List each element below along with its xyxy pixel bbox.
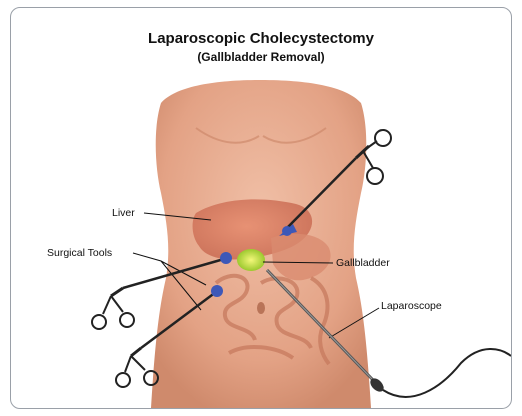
trocar-left-lower xyxy=(211,285,223,297)
trocar-left-upper xyxy=(220,252,232,264)
label-liver: Liver xyxy=(112,207,135,219)
diagram-frame: Laparoscopic Cholecystectomy (Gallbladde… xyxy=(10,7,512,409)
gallbladder xyxy=(237,249,265,271)
label-surgical-tools: Surgical Tools xyxy=(47,247,112,259)
label-laparoscope: Laparoscope xyxy=(381,300,442,312)
anatomy-illustration xyxy=(11,8,511,408)
diagram-title: Laparoscopic Cholecystectomy xyxy=(11,30,511,47)
navel xyxy=(257,302,265,314)
diagram-subtitle: (Gallbladder Removal) xyxy=(11,50,511,64)
label-gallbladder: Gallbladder xyxy=(336,257,390,269)
